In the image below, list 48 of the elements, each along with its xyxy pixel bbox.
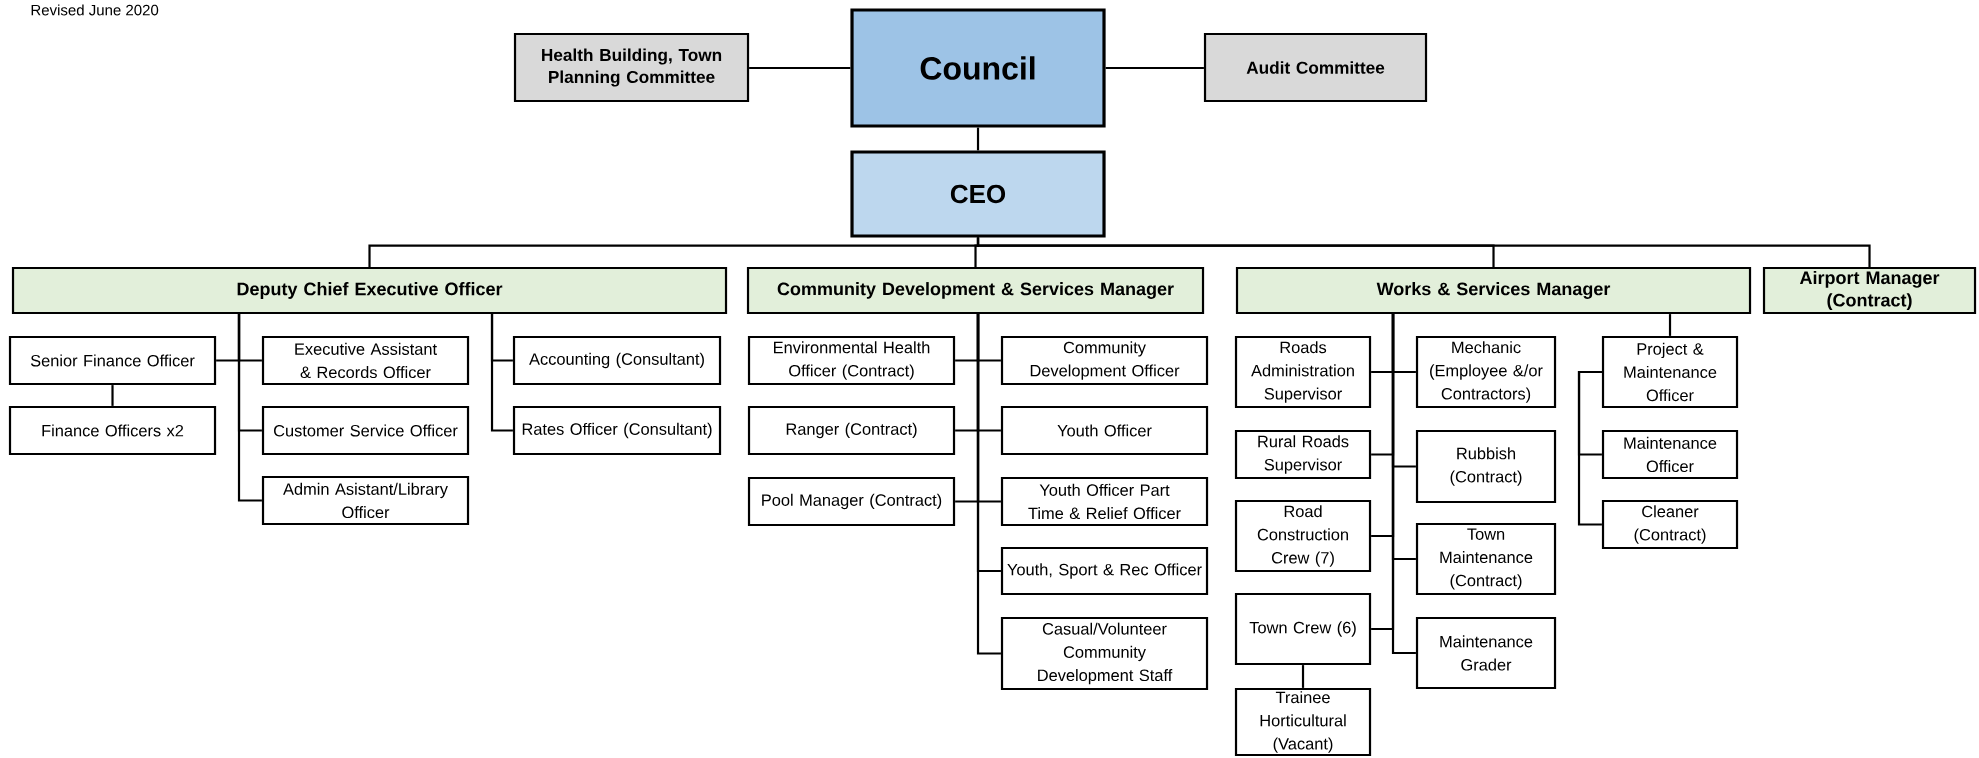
position-box: Youth, Sport & Rec Officer <box>1000 546 1209 596</box>
connector-line <box>976 237 1871 267</box>
connector-line <box>111 385 114 406</box>
position-box: Youth Officer <box>1000 405 1209 456</box>
manager-box: Deputy Chief Executive Officer <box>11 266 728 315</box>
position-box: Executive Assistant & Records Officer <box>261 335 470 386</box>
position-box: Mechanic (Employee &/or Contractors) <box>1415 335 1557 409</box>
position-box: Ranger (Contract) <box>747 405 956 456</box>
connector-line <box>237 314 262 502</box>
connector-line <box>1301 665 1305 688</box>
position-box: Casual/Volunteer Community Development Staff <box>1000 616 1209 691</box>
connector-line <box>1391 314 1416 655</box>
position-box: Finance Officers x2 <box>8 405 217 456</box>
position-box: Pool Manager (Contract) <box>747 476 956 527</box>
position-box: Youth Officer Part Time & Relief Officer <box>1000 476 1209 527</box>
position-box: Admin Asistant/Library Officer <box>261 475 470 526</box>
position-box: Cleaner (Contract) <box>1601 499 1739 550</box>
position-box: Maintenance Officer <box>1601 429 1739 480</box>
position-box: Town Crew (6) <box>1234 592 1372 666</box>
position-box: Rural Roads Supervisor <box>1234 429 1372 480</box>
manager-box: Works & Services Manager <box>1235 266 1752 315</box>
position-box: Trainee Horticultural (Vacant) <box>1234 687 1372 757</box>
position-box: Project & Maintenance Officer <box>1601 335 1739 409</box>
position-box: Customer Service Officer <box>261 405 470 456</box>
connector-line <box>976 127 980 151</box>
connector-line <box>749 66 851 70</box>
position-box: Rubbish (Contract) <box>1415 429 1557 504</box>
position-box: Environmental Health Officer (Contract) <box>747 335 956 386</box>
committee-box: Health Building, Town Planning Committee <box>513 32 750 103</box>
position-box: Town Maintenance (Contract) <box>1415 522 1557 596</box>
position-box: Roads Administration Supervisor <box>1234 335 1372 409</box>
connector-line <box>1668 314 1672 336</box>
manager-box: Airport Manager (Contract) <box>1762 266 1977 315</box>
committee-box: Audit Committee <box>1203 32 1428 103</box>
ceo-box: CEO <box>850 150 1106 238</box>
connector-line <box>490 314 513 432</box>
revision-note: Revised June 2020 <box>31 4 159 16</box>
position-box: Rates Officer (Consultant) <box>512 405 722 456</box>
position-box: Maintenance Grader <box>1415 616 1557 690</box>
position-box: Senior Finance Officer <box>8 335 217 386</box>
connector-line <box>976 314 1001 655</box>
council-box: Council <box>850 8 1106 128</box>
position-box: Road Construction Crew (7) <box>1234 499 1372 573</box>
position-box: Accounting (Consultant) <box>512 335 722 386</box>
connector-line <box>1105 66 1204 70</box>
connector-line <box>1577 370 1602 526</box>
position-box: Community Development Officer <box>1000 335 1209 386</box>
manager-box: Community Development & Services Manager <box>746 266 1205 315</box>
